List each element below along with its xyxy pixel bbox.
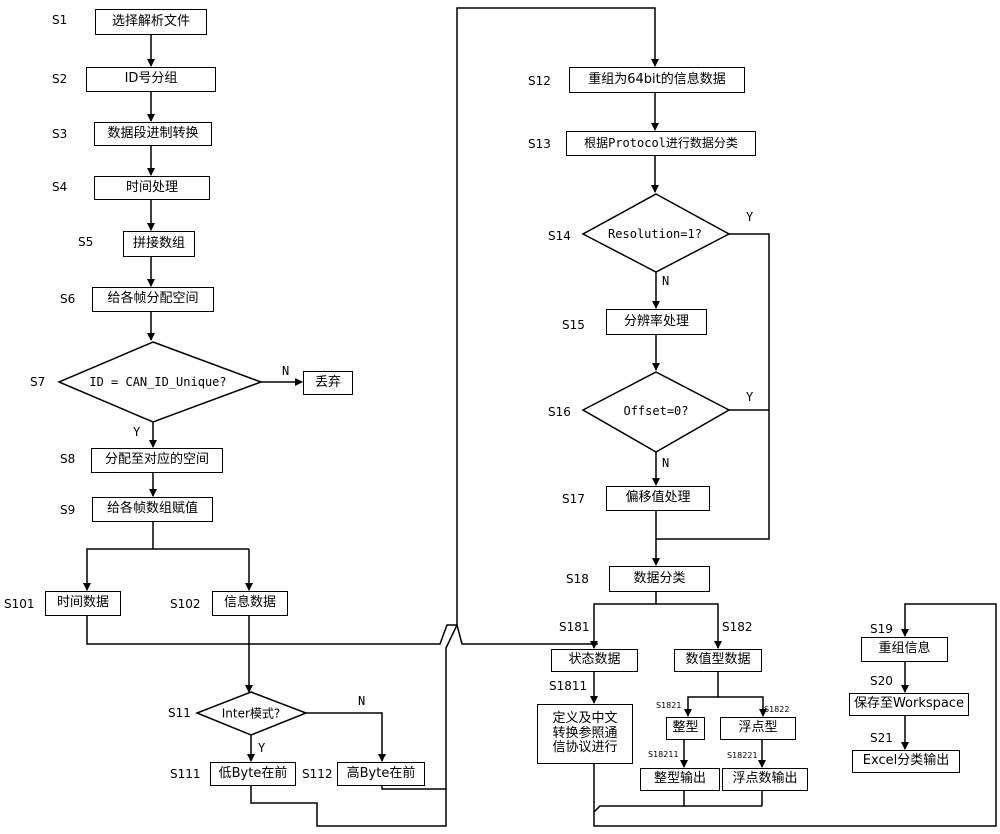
label-s21: S21 bbox=[870, 731, 893, 745]
path-to-s12 bbox=[445, 7, 659, 789]
box-s111: 低Byte在前 bbox=[210, 762, 296, 786]
label-s1822: S1822 bbox=[764, 705, 790, 714]
label-s1: S1 bbox=[52, 13, 68, 27]
branch-s14-yes: Y bbox=[746, 210, 754, 224]
box-s112: 高Byte在前 bbox=[337, 762, 425, 786]
label-s2: S2 bbox=[52, 72, 68, 86]
box-s12: 重组为64bit的信息数据 bbox=[569, 67, 745, 93]
split-s182 bbox=[684, 672, 719, 717]
box-s18: 数据分类 bbox=[609, 566, 710, 592]
label-s182: S182 bbox=[722, 620, 753, 634]
label-s102: S102 bbox=[170, 597, 201, 611]
diamond-text-s11: Inter模式? bbox=[221, 706, 281, 721]
box-s102: 信息数据 bbox=[212, 591, 288, 616]
box-s182: 数值型数据 bbox=[674, 649, 762, 672]
branch-s7-yes: Y bbox=[133, 425, 141, 439]
box-s21: Excel分类输出 bbox=[852, 750, 960, 773]
label-s112: S112 bbox=[302, 767, 333, 781]
label-s11: S11 bbox=[168, 706, 191, 720]
box-s18221: 浮点数输出 bbox=[722, 768, 808, 791]
box-s1811: 定义及中文 转换参照通 信协议进行 bbox=[537, 704, 633, 764]
s1811-line-1: 定义及中文 bbox=[552, 710, 618, 726]
box-s1: 选择解析文件 bbox=[95, 9, 207, 35]
label-s181: S181 bbox=[559, 620, 590, 634]
split-s18 bbox=[590, 592, 657, 649]
branch-s14-no: N bbox=[662, 274, 670, 288]
box-s1821: 整型 bbox=[666, 717, 705, 740]
label-s1811: S1811 bbox=[549, 679, 588, 693]
split-s9 bbox=[83, 522, 154, 591]
label-s5: S5 bbox=[78, 235, 94, 249]
diamond-text-s14: Resolution=1? bbox=[608, 227, 702, 241]
label-s18211: S18211 bbox=[648, 750, 679, 759]
arrow-s11-s112 bbox=[306, 712, 386, 762]
label-s8: S8 bbox=[60, 452, 76, 466]
box-s13: 根据Protocol进行数据分类 bbox=[566, 131, 756, 156]
box-s19: 重组信息 bbox=[861, 637, 948, 662]
box-s17: 偏移值处理 bbox=[606, 486, 710, 511]
box-s8: 分配至对应的空间 bbox=[91, 448, 223, 473]
branch-s7-no: N bbox=[282, 364, 290, 378]
label-s111: S111 bbox=[170, 767, 201, 781]
box-s181: 状态数据 bbox=[551, 649, 638, 672]
bottom-merge bbox=[593, 603, 997, 827]
label-s9: S9 bbox=[60, 503, 76, 517]
branch-s16-no: N bbox=[662, 456, 670, 470]
box-s20: 保存至Workspace bbox=[849, 693, 969, 716]
s1811-line-2: 转换参照通 bbox=[552, 725, 618, 741]
label-s3: S3 bbox=[52, 127, 68, 141]
box-s6: 给各帧分配空间 bbox=[92, 287, 214, 312]
box-s9: 给各帧数组赋值 bbox=[92, 497, 213, 522]
box-s18211: 整型输出 bbox=[640, 768, 720, 791]
branch-s11-no: N bbox=[358, 694, 366, 708]
branch-s11-yes: Y bbox=[258, 741, 266, 755]
box-s5: 拼接数组 bbox=[123, 231, 195, 257]
label-s14: S14 bbox=[548, 229, 571, 243]
box-s4: 时间处理 bbox=[94, 176, 210, 200]
diamond-text-s7: ID = CAN_ID_Unique? bbox=[89, 375, 227, 389]
label-s6: S6 bbox=[60, 292, 76, 306]
label-s7: S7 bbox=[30, 375, 46, 389]
box-s2: ID号分组 bbox=[86, 67, 216, 92]
box-s3: 数据段进制转换 bbox=[94, 122, 212, 146]
label-s18: S18 bbox=[566, 572, 589, 586]
box-s101: 时间数据 bbox=[45, 591, 121, 616]
label-s1821: S1821 bbox=[656, 701, 682, 710]
label-s18221: S18221 bbox=[727, 751, 758, 760]
label-s101: S101 bbox=[4, 597, 35, 611]
label-s19: S19 bbox=[870, 622, 893, 636]
label-s15: S15 bbox=[562, 318, 585, 332]
label-s4: S4 bbox=[52, 180, 68, 194]
box-discard: 丢弃 bbox=[303, 371, 353, 395]
label-s20: S20 bbox=[870, 674, 893, 688]
label-s16: S16 bbox=[548, 405, 571, 419]
diamond-text-s16: Offset=0? bbox=[623, 404, 689, 418]
branch-s16-yes: Y bbox=[746, 390, 754, 404]
label-s12: S12 bbox=[528, 74, 551, 88]
s101-time-path bbox=[86, 616, 598, 645]
s1811-line-3: 信协议进行 bbox=[552, 740, 618, 756]
s111-s112-merge bbox=[250, 786, 447, 827]
label-s13: S13 bbox=[528, 137, 551, 151]
label-s17: S17 bbox=[562, 492, 585, 506]
box-s1822: 浮点型 bbox=[720, 717, 796, 740]
s14-yes-bypass bbox=[656, 233, 770, 540]
box-s15: 分辨率处理 bbox=[606, 309, 707, 335]
